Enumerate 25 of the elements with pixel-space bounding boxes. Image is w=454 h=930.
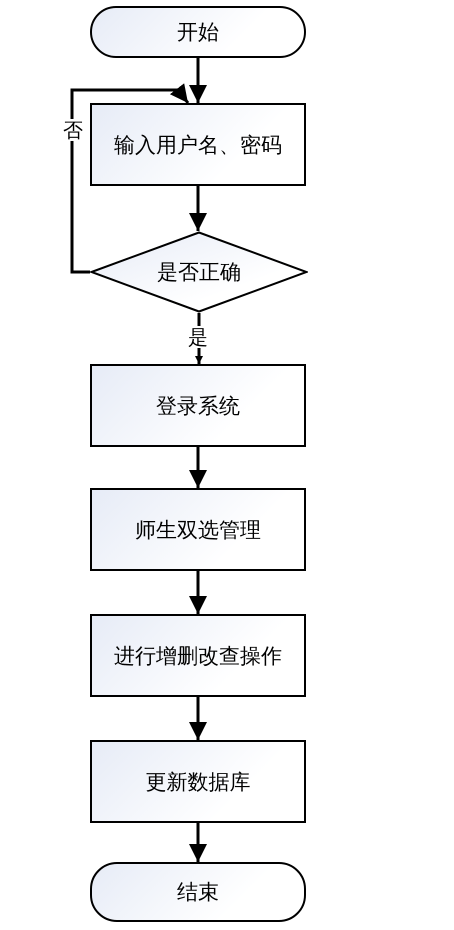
arrow	[189, 697, 207, 740]
process-box	[90, 614, 306, 697]
process-box	[90, 103, 306, 186]
arrow	[189, 571, 207, 614]
node-text: 输入用户名、密码	[114, 132, 282, 158]
process-box	[90, 364, 306, 447]
node-text: 开始	[177, 19, 219, 46]
edge-label: 是	[187, 326, 209, 348]
node-text: 结束	[177, 879, 219, 906]
terminal-box	[90, 862, 306, 922]
node-text: 师生双选管理	[135, 516, 261, 544]
arrow	[70, 83, 190, 274]
terminal-box	[90, 6, 306, 58]
node-text: 是否正确	[157, 259, 241, 286]
process-box	[90, 488, 306, 571]
node-text: 更新数据库	[146, 768, 250, 796]
arrow	[189, 447, 207, 488]
edge-label: 否	[62, 119, 84, 141]
arrow	[189, 186, 207, 231]
process-box	[90, 740, 306, 823]
decision-diamond	[90, 231, 308, 313]
arrow	[189, 823, 207, 862]
node-text: 登录系统	[156, 392, 240, 420]
arrow	[189, 58, 207, 103]
node-text: 进行增删改查操作	[114, 642, 282, 670]
